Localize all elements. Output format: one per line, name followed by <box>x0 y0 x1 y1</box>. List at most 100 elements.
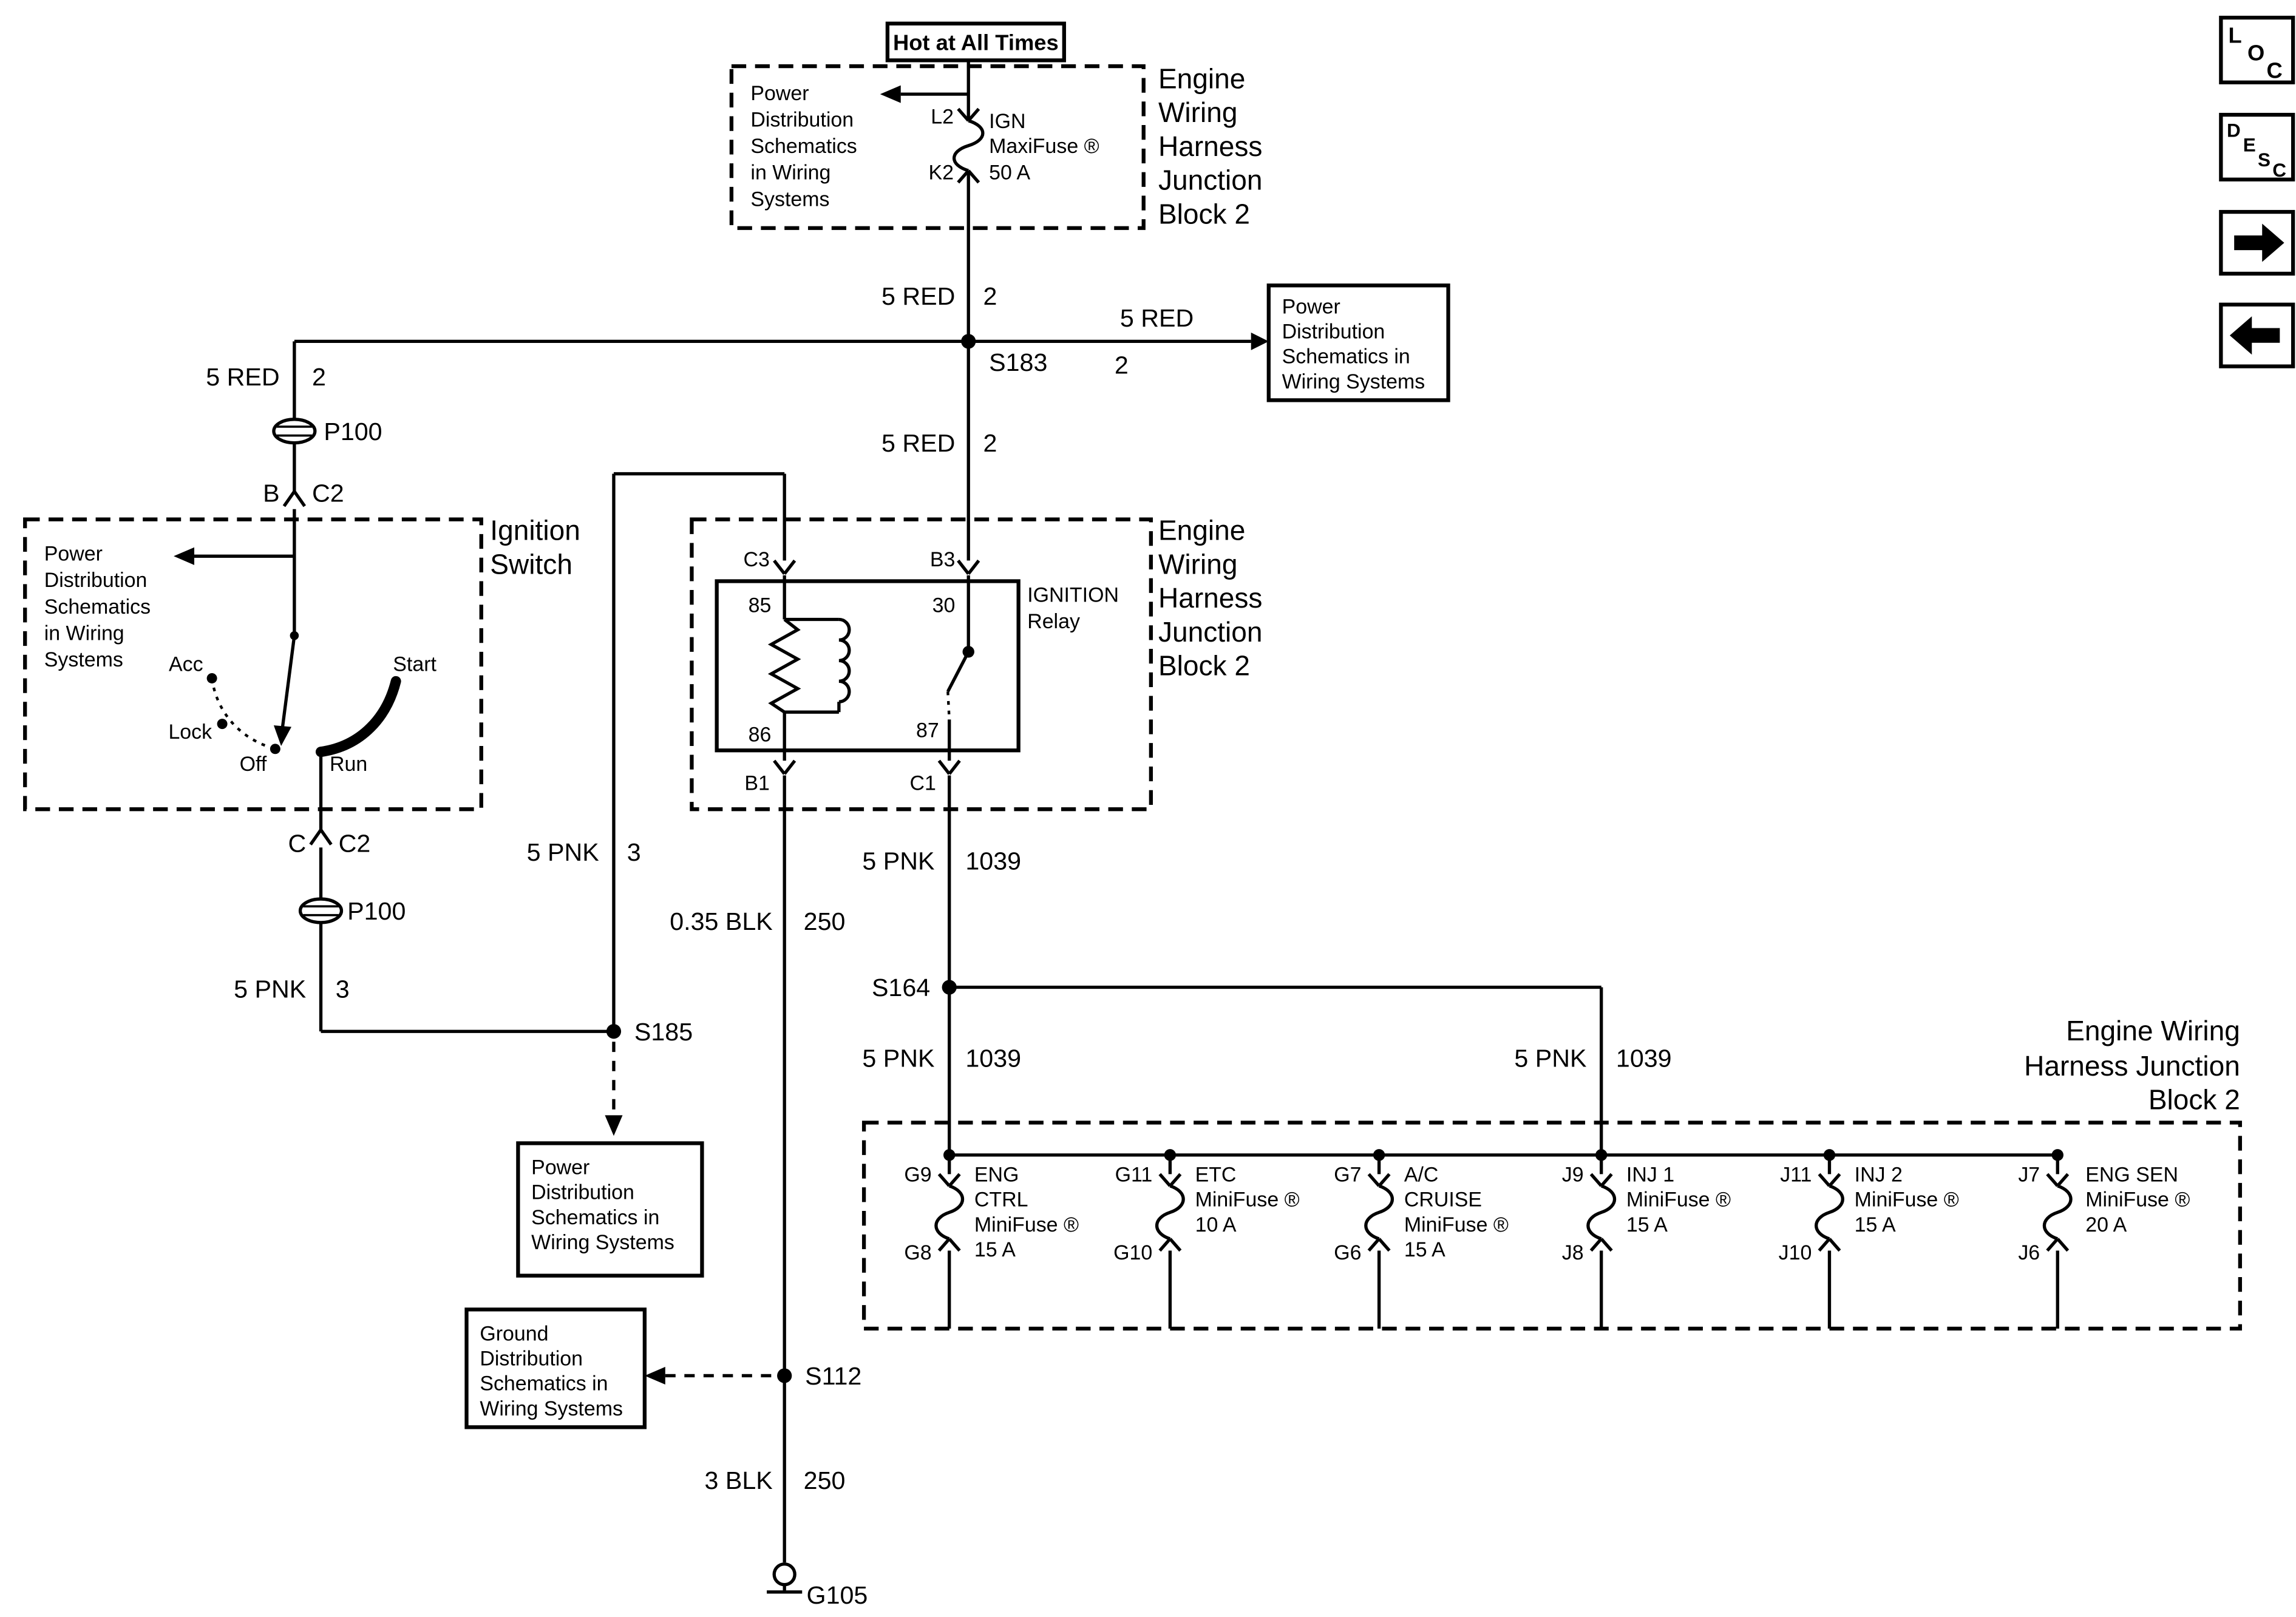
ref-power-s185-line4: Wiring Systems <box>531 1231 674 1254</box>
ref-power-right-line1: Power <box>1282 295 1340 318</box>
minifuse-inj1: J9 J8 INJ 1 MiniFuse ® 15 A <box>1562 1149 1731 1329</box>
jb-bot-line3: Block 2 <box>2148 1084 2240 1116</box>
wire-pnk-switch-output <box>298 829 614 1033</box>
fuse6-line2: MiniFuse ® <box>2085 1188 2190 1212</box>
splice-s183-label: S183 <box>989 348 1047 376</box>
minifuse-inj2: J11 J10 INJ 2 MiniFuse ® 15 A <box>1779 1149 1959 1329</box>
fuse4-pin-bottom: J8 <box>1562 1241 1584 1264</box>
loc-letter-o: O <box>2247 40 2264 65</box>
jb-top-line4: Junction <box>1158 164 1263 196</box>
ground-g105-symbol <box>767 1562 803 1594</box>
fuse5-pin-bottom: J10 <box>1779 1241 1812 1264</box>
pin-c-label: C <box>288 830 306 858</box>
maxifuse-type: MaxiFuse ® <box>989 135 1099 158</box>
wire-ckt-pnk1039-left: 1039 <box>965 1044 1021 1072</box>
jb-mid-line4: Junction <box>1158 616 1263 648</box>
fuse6-line1: ENG SEN <box>2085 1163 2178 1186</box>
junction-block-top-box: Power Distribution Schematics in Wiring … <box>729 64 1146 230</box>
position-acc-label: Acc <box>169 653 203 676</box>
minifuse-etc: G11 G10 ETC MiniFuse ® 10 A <box>1113 1149 1300 1329</box>
power-feed-arrow-top <box>880 85 969 103</box>
wire-battery-feed <box>952 60 985 561</box>
fuse5-pin-top: J11 <box>1780 1163 1812 1186</box>
terminal-l2-chevron <box>957 107 980 122</box>
ref-power-top-line3: Schematics <box>750 135 857 158</box>
ref-power-ign-line1: Power <box>44 543 103 566</box>
minifuse-eng-ctrl: G9 G8 ENG CTRL MiniFuse ® 15 A <box>904 1149 1079 1329</box>
position-off-dot <box>270 744 280 754</box>
ignition-switch-wiper <box>273 631 299 746</box>
fuse3-line3: MiniFuse ® <box>1404 1213 1509 1236</box>
ref-power-right-line3: Schematics in <box>1282 345 1410 368</box>
switch-arc-run-start <box>316 676 401 758</box>
wire-label-pnk3-left: 5 PNK <box>234 975 307 1003</box>
maxifuse-pin-bottom-label: K2 <box>928 161 954 185</box>
splice-s185-dot <box>606 1024 622 1039</box>
ref-power-ign-line2: Distribution <box>44 569 148 592</box>
jb-top-line5: Block 2 <box>1158 198 1250 229</box>
fuse2-line2: MiniFuse ® <box>1195 1188 1300 1212</box>
pin-b3-chevron <box>957 559 980 575</box>
ref-power-top-line4: in Wiring <box>750 161 830 185</box>
fuse1-line1: ENG <box>974 1163 1019 1186</box>
fuse6-pin-top: J7 <box>2018 1163 2040 1186</box>
fuse3-pin-bottom: G6 <box>1334 1241 1361 1264</box>
wire-pnk-c3-to-s185 <box>612 472 786 1032</box>
minifuse-symbol <box>2042 1184 2073 1241</box>
wire-label-red-to-right: 5 RED <box>1120 304 1194 332</box>
pin-b1-chevron <box>773 759 796 775</box>
fuse1-line4: 15 A <box>974 1238 1016 1261</box>
ignition-switch-title-line2: Switch <box>490 548 572 580</box>
relay-title-line2: Relay <box>1027 610 1080 633</box>
connector-c2-b-chevron <box>282 490 307 507</box>
ref-power-top-line2: Distribution <box>750 108 854 131</box>
position-start-label: Start <box>393 653 436 676</box>
position-lock-label: Lock <box>168 720 212 744</box>
ref-power-top-line5: Systems <box>750 188 829 211</box>
arrow-to-power-dist-right <box>1251 332 1269 350</box>
maxifuse-name: IGN <box>989 110 1025 133</box>
minifuse-symbol <box>934 1184 965 1241</box>
wire-label-pnk1039-right: 5 PNK <box>1514 1044 1587 1072</box>
fuse2-pin-bottom: G10 <box>1113 1241 1152 1264</box>
desc-letter-e: E <box>2243 134 2256 156</box>
nav-next-button[interactable] <box>2219 209 2295 276</box>
minifuse-eng-sen: J7 J6 ENG SEN MiniFuse ® 20 A <box>2018 1149 2190 1329</box>
fuse5-line2: MiniFuse ® <box>1855 1188 1959 1212</box>
wire-label-pnk1039-top: 5 PNK <box>862 847 935 875</box>
wire-label-blk035: 0.35 BLK <box>670 907 773 935</box>
ref-box-power-dist-s185: Power Distribution Schematics in Wiring … <box>516 1141 704 1278</box>
ref-ground-line2: Distribution <box>480 1347 583 1370</box>
ignition-relay: 85 30 86 87 <box>715 579 1021 753</box>
fuse6-pin-bottom: J6 <box>2018 1241 2040 1264</box>
pin-c1-label: C1 <box>910 772 936 795</box>
loc-letter-l: L <box>2228 22 2241 47</box>
desc-letter-c: C <box>2272 159 2286 181</box>
jb-mid-line5: Block 2 <box>1158 650 1250 682</box>
ref-power-top-line1: Power <box>750 82 809 105</box>
relay-coil <box>767 581 851 751</box>
pin-c3-chevron <box>773 559 796 575</box>
position-off-label: Off <box>240 753 267 776</box>
connector-c2-c-chevron <box>309 829 333 846</box>
relay-terminal-87: 87 <box>916 719 939 742</box>
wire-label-pnk3-riser: 5 PNK <box>527 838 600 866</box>
junction-block-mid-title: Engine Wiring Harness Junction Block 2 <box>1158 515 1263 682</box>
nav-prev-button[interactable] <box>2219 302 2295 368</box>
jb-bot-line1: Engine Wiring <box>2066 1015 2240 1046</box>
ref-ground-line4: Wiring Systems <box>480 1397 623 1420</box>
ground-g105-label: G105 <box>807 1581 868 1609</box>
fuse3-pin-top: G7 <box>1334 1163 1361 1186</box>
nav-desc-button[interactable]: D E S C <box>2219 112 2295 181</box>
ref-box-power-dist-right: Power Distribution Schematics in Wiring … <box>1266 283 1450 402</box>
fuse3-line1: A/C <box>1404 1163 1439 1186</box>
nav-loc-button[interactable]: L O C <box>2219 15 2295 84</box>
connector-p100-top <box>272 418 317 445</box>
fuse3-line4: 15 A <box>1404 1238 1445 1261</box>
jb-mid-line2: Wiring <box>1158 548 1237 580</box>
fuse4-line2: MiniFuse ® <box>1626 1188 1731 1212</box>
wire-label-red-left: 5 RED <box>206 363 279 391</box>
junction-block-relay-box: C3 B3 85 30 86 87 <box>690 517 1153 812</box>
s185-ref-arrow <box>605 1042 623 1136</box>
ref-power-ign-line5: Systems <box>44 648 123 671</box>
